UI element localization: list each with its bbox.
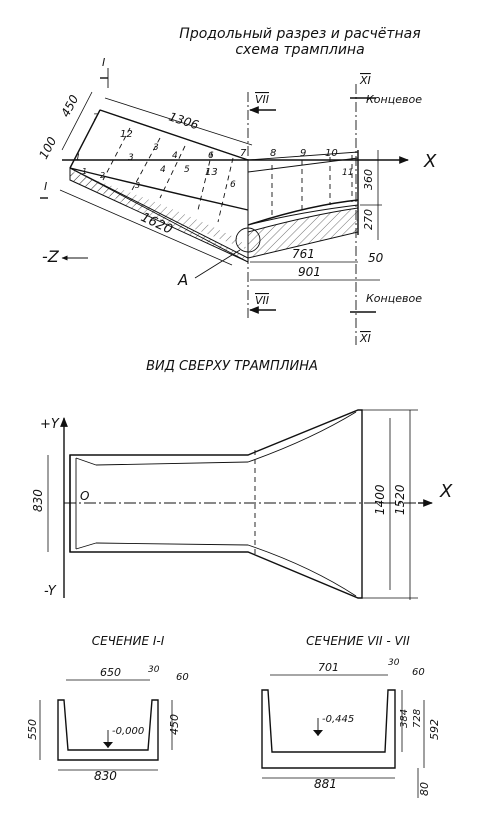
pos-y-label: +Y — [40, 417, 60, 432]
section-VII-channel — [261, 689, 396, 769]
pt-3: 3 — [128, 153, 134, 163]
ordinate-13 — [217, 157, 234, 223]
top-view-title: ВИД СВЕРХУ ТРАМПЛИНА — [146, 359, 318, 374]
pt-10: 10 — [325, 148, 338, 159]
section-I-bottom-label: I — [44, 180, 47, 193]
dim-270: 270 — [362, 209, 375, 230]
section-XI-bottom-label: XI — [359, 332, 371, 345]
pt-8: 8 — [270, 148, 276, 159]
section-I-top-label: I — [102, 56, 105, 69]
ordinate-4 — [159, 145, 186, 199]
point-A-label: A — [177, 271, 188, 289]
section-VII-title: СЕЧЕНИЕ VII - VII — [306, 634, 410, 648]
dim-384: 384 — [399, 709, 410, 728]
section-VII-bottom-label: VII — [255, 294, 269, 307]
lpt-3: 3 — [135, 181, 140, 190]
dim-30-VII: 30 — [388, 658, 400, 668]
dim-1620-line — [59, 189, 233, 266]
dim-80: 80 — [418, 782, 431, 796]
dim-881: 881 — [314, 777, 337, 791]
dim-100: 100 — [36, 134, 59, 161]
lpt-5: 5 — [184, 165, 190, 175]
section-I-title: СЕЧЕНИЕ I-I — [92, 634, 165, 648]
pt-1: 1 — [75, 153, 81, 163]
section-VII-top-label: VII — [255, 93, 269, 106]
end-label-top: Концевое — [366, 93, 422, 106]
slope-top-edge — [99, 109, 249, 161]
lpt-1: 1 — [82, 167, 87, 176]
neg-y-label: -Y — [44, 584, 57, 599]
section-mark-I-bottom: I — [40, 180, 48, 199]
slope-left-edge — [69, 109, 101, 169]
bottom-curve — [69, 167, 249, 211]
inner-wall-top — [95, 411, 357, 466]
ordinate-3 — [131, 137, 161, 191]
lpt-4: 4 — [160, 165, 166, 175]
dim-1306-line — [104, 97, 253, 146]
neg-z-label: -Z — [42, 247, 60, 266]
pt-12: 12 — [120, 129, 133, 140]
title-line1: Продольный разрез и расчётная — [179, 26, 420, 42]
section-mark-XI-bottom: Концевое XI — [350, 292, 422, 345]
dim-50: 50 — [368, 251, 384, 265]
dim-592: 592 — [428, 719, 441, 740]
dim-360: 360 — [362, 169, 375, 190]
dim-550: 550 — [26, 719, 39, 740]
dim-830-top: 830 — [31, 489, 45, 512]
top-view: +Y -Y X O 830 1400 1520 — [31, 409, 453, 600]
section-I-drawing: 650 30 60 550 450 -0,000 830 — [26, 665, 189, 783]
leader-A — [194, 249, 241, 279]
dim-650: 650 — [100, 666, 121, 679]
dim-761: 761 — [292, 247, 315, 261]
dim-450: 450 — [58, 92, 81, 119]
x-axis-label: X — [423, 151, 437, 172]
end-ramp-upper — [247, 157, 359, 173]
pt-9: 9 — [300, 148, 306, 159]
section-mark-VII-top: VII — [249, 93, 276, 114]
longitudinal-section: X A -Z 1 7 12 3 — [36, 56, 437, 345]
section-mark-XI-top: XI Концевое — [350, 74, 422, 106]
origin-label: O — [80, 489, 89, 503]
title-line2: схема трамплина — [235, 42, 364, 58]
pt-7-top: 7 — [93, 113, 99, 123]
pt-7: 7 — [240, 148, 247, 159]
dim-1306: 1306 — [167, 110, 201, 133]
ordinate-12 — [102, 127, 131, 181]
dim-450-line — [61, 91, 93, 151]
dim-701: 701 — [318, 661, 339, 674]
dim-830-I: 830 — [94, 769, 117, 783]
dim-60-VII: 60 — [412, 667, 425, 678]
dim-728: 728 — [412, 709, 423, 728]
level-VII: -0,445 — [322, 714, 354, 725]
level-I: -0,000 — [112, 726, 144, 737]
pt-11: 11 — [342, 168, 353, 178]
pt-4: 4 — [172, 151, 178, 161]
end-label-bottom: Концевое — [366, 292, 422, 305]
pt-13: 13 — [205, 167, 218, 178]
lpt-2: 2 — [100, 171, 105, 180]
dim-60-I: 60 — [176, 672, 189, 683]
chute-outline — [69, 409, 363, 599]
lpt-6: 6 — [230, 180, 236, 190]
section-mark-I-top: I — [100, 56, 109, 88]
section-VII-drawing: 701 30 60 384 728 592 -0,445 881 80 — [261, 658, 441, 798]
top-view-x-label: X — [439, 481, 453, 502]
section-I-channel — [57, 699, 159, 761]
section-XI-top-label: XI — [359, 74, 371, 87]
bottom-hatch-area — [70, 172, 248, 250]
pt-6: 6 — [208, 151, 214, 161]
section-mark-VII-bottom: VII — [249, 294, 276, 314]
end-ramp-curve — [247, 199, 359, 226]
dim-1400: 1400 — [373, 484, 387, 515]
inner-wall-bottom — [95, 542, 357, 597]
dim-1520: 1520 — [393, 484, 407, 515]
pt-3b: 3 — [153, 143, 159, 153]
ordinate-6 — [197, 151, 213, 211]
dim-901: 901 — [298, 265, 321, 279]
dim-30-I: 30 — [148, 665, 160, 675]
dim-450-I: 450 — [168, 714, 181, 735]
